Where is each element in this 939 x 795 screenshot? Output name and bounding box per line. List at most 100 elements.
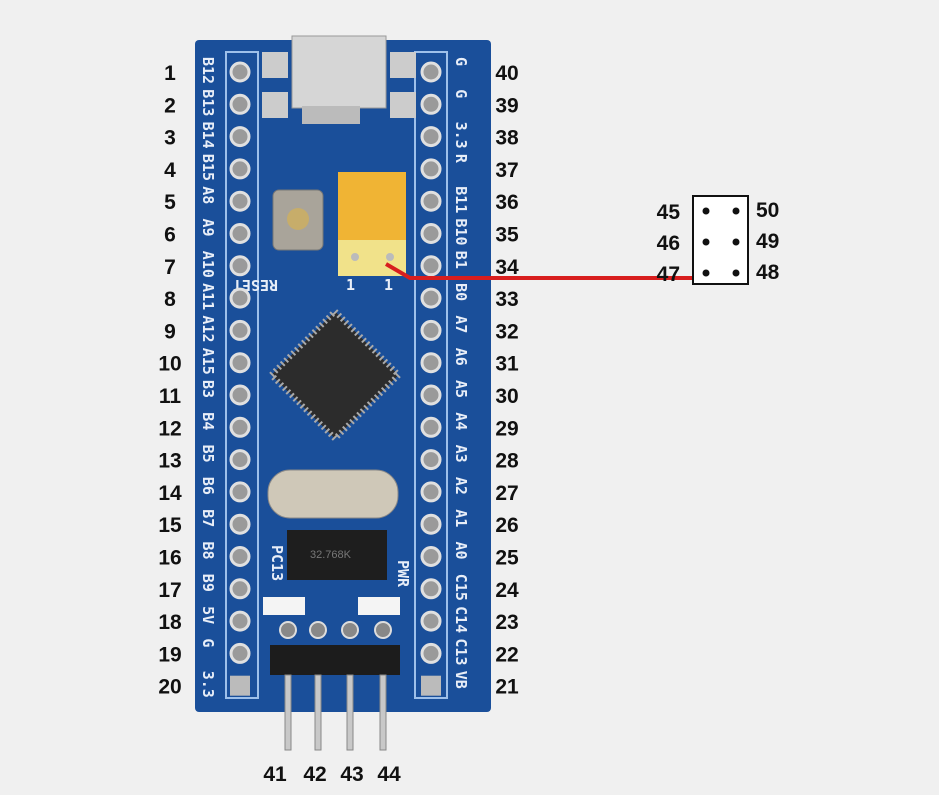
pin-number: 21 (495, 676, 519, 699)
pin-number: 18 (158, 611, 182, 634)
pin-pad (420, 126, 442, 148)
pin-number: 23 (495, 611, 518, 634)
header-pin-number: 45 (657, 201, 681, 224)
right-header-outline (414, 51, 448, 699)
pin-pad (420, 255, 442, 277)
pin-pad (230, 675, 250, 696)
pin-number: 11 (159, 385, 182, 408)
header-pin-number: 50 (756, 199, 779, 222)
pin-number: 15 (158, 514, 182, 537)
pin-pad (420, 93, 442, 115)
pin-number: 24 (495, 579, 519, 602)
left-header-outline (225, 51, 259, 699)
pin-number: 17 (158, 579, 181, 602)
pin-label: A0 (452, 542, 470, 560)
pin-pad (420, 384, 442, 406)
led-pc13 (263, 597, 305, 615)
pin-pad (420, 610, 442, 632)
pin-pad (229, 642, 251, 664)
pin-label: B15 (199, 154, 217, 181)
mcu-chip (267, 307, 403, 443)
pin-number: 10 (158, 353, 181, 376)
pin-pad (421, 675, 441, 696)
pin-number: 25 (495, 547, 519, 570)
pin-pad (229, 481, 251, 503)
header-pin-number: 47 (657, 263, 680, 286)
pin-pad (420, 449, 442, 471)
header-pin-dot (732, 238, 740, 246)
pin-number: 33 (495, 288, 518, 311)
pin-pad (229, 610, 251, 632)
pin-number: 39 (495, 94, 518, 117)
pin-pad (420, 578, 442, 600)
boot-wire (384, 262, 692, 280)
pin-label: B8 (199, 542, 217, 560)
header-pin-number: 48 (756, 261, 780, 284)
crystal-32khz (287, 530, 387, 580)
pin-label: C15 (452, 574, 470, 601)
pin-number: 22 (495, 643, 518, 666)
pin-pad (229, 126, 251, 148)
pin-label: A6 (452, 348, 470, 366)
pin-number: 14 (158, 482, 182, 505)
pin-number: 30 (495, 385, 518, 408)
pin-label: A5 (452, 380, 470, 398)
pin-pad (229, 384, 251, 406)
pin-number: 16 (158, 547, 181, 570)
pin-pad (229, 223, 251, 244)
reset-button[interactable] (272, 189, 324, 251)
pin-label: A4 (452, 412, 470, 430)
pin-pad (229, 513, 251, 535)
pin-pad (420, 513, 442, 535)
pin-number: 7 (164, 256, 176, 279)
pin-pad (229, 93, 251, 115)
pin-pad (420, 546, 442, 567)
boot-header-box (692, 195, 749, 285)
pin-pad (420, 319, 442, 341)
pin-pad (420, 158, 442, 180)
header-pin-number: 49 (756, 230, 779, 253)
pin-pad (229, 287, 251, 309)
pin-label: B3 (199, 380, 217, 398)
pin-label: A10 (199, 251, 217, 278)
swd-pin (284, 674, 292, 751)
swd-pin (314, 674, 322, 751)
pin-number: 27 (495, 482, 518, 505)
pin-label: 5V (199, 606, 217, 624)
swd-header (270, 621, 400, 675)
led-label-pc13: PC13 (268, 545, 286, 581)
pin-label: A12 (199, 315, 217, 342)
pin-number: 36 (495, 191, 518, 214)
pin-pad (229, 449, 251, 471)
pin-number: 37 (495, 159, 518, 182)
pin-number: 38 (495, 127, 519, 150)
pin-label: B13 (199, 89, 217, 116)
pin-label: B12 (199, 57, 217, 84)
led-label-pwr: PWR (394, 560, 412, 588)
pin-label: R (452, 154, 470, 164)
pin-label: 3.3 (199, 671, 217, 698)
pin-label: A7 (452, 315, 470, 333)
header-pin-dot (732, 207, 740, 215)
pin-number: 2 (164, 94, 176, 117)
pin-label: A1 (452, 509, 470, 527)
boot-jumpers (338, 172, 406, 276)
pin-number: 28 (495, 450, 519, 473)
pin-label: G (452, 89, 470, 98)
pin-number: 20 (158, 676, 181, 699)
pin-label: G (199, 638, 217, 647)
pin-number: 4 (164, 159, 176, 182)
pin-number: 6 (164, 224, 176, 247)
pin-label: B5 (199, 445, 217, 463)
pin-label: B11 (452, 186, 470, 213)
crystal-marking: 32.768K (310, 549, 352, 561)
pin-pad (229, 578, 251, 600)
pin-label: A8 (199, 186, 217, 204)
pin-pad (229, 416, 251, 438)
pin-pad (229, 319, 251, 341)
pin-number: 43 (340, 763, 363, 786)
pin-label: C13 (452, 638, 470, 665)
pin-pad (229, 255, 251, 277)
swd-pin (379, 674, 387, 751)
pin-pad (420, 352, 442, 374)
